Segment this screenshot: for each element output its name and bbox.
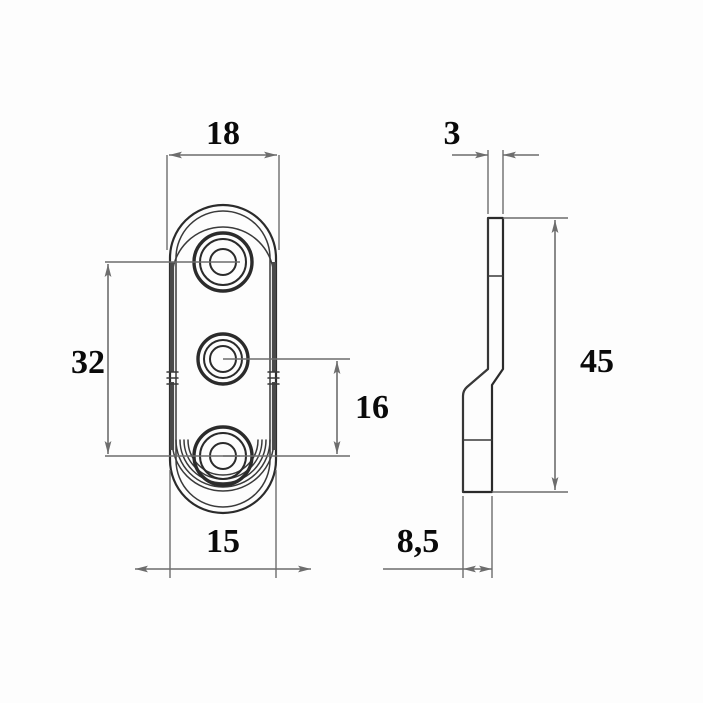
side-inner-contour	[462, 217, 489, 493]
d85-label: 8,5	[397, 523, 440, 560]
dimension-depth-8-5: 8,5	[383, 496, 493, 578]
dimension-width-18: 18	[166, 115, 280, 250]
front-plate-outline	[168, 203, 278, 515]
d45-label: 45	[580, 343, 614, 380]
d16-label: 16	[355, 389, 389, 426]
dimension-thickness-3: 3	[444, 115, 539, 214]
dimension-height-16: 16	[333, 361, 389, 454]
d18-label: 18	[206, 115, 240, 152]
top-arc-1	[171, 226, 275, 279]
side-view	[461, 216, 505, 494]
dimension-height-32: 32	[71, 264, 112, 454]
d32-label: 32	[71, 344, 105, 381]
foot-arc-5	[187, 439, 259, 476]
dimension-height-45: 45	[492, 217, 614, 493]
foot-arc-1	[171, 439, 275, 492]
front-view	[105, 203, 350, 515]
foot-arc-3	[179, 439, 267, 484]
d15-label: 15	[206, 523, 240, 560]
dimension-width-15: 15	[135, 470, 311, 578]
d3-label: 3	[444, 115, 461, 152]
foot-arc-2	[175, 439, 271, 488]
